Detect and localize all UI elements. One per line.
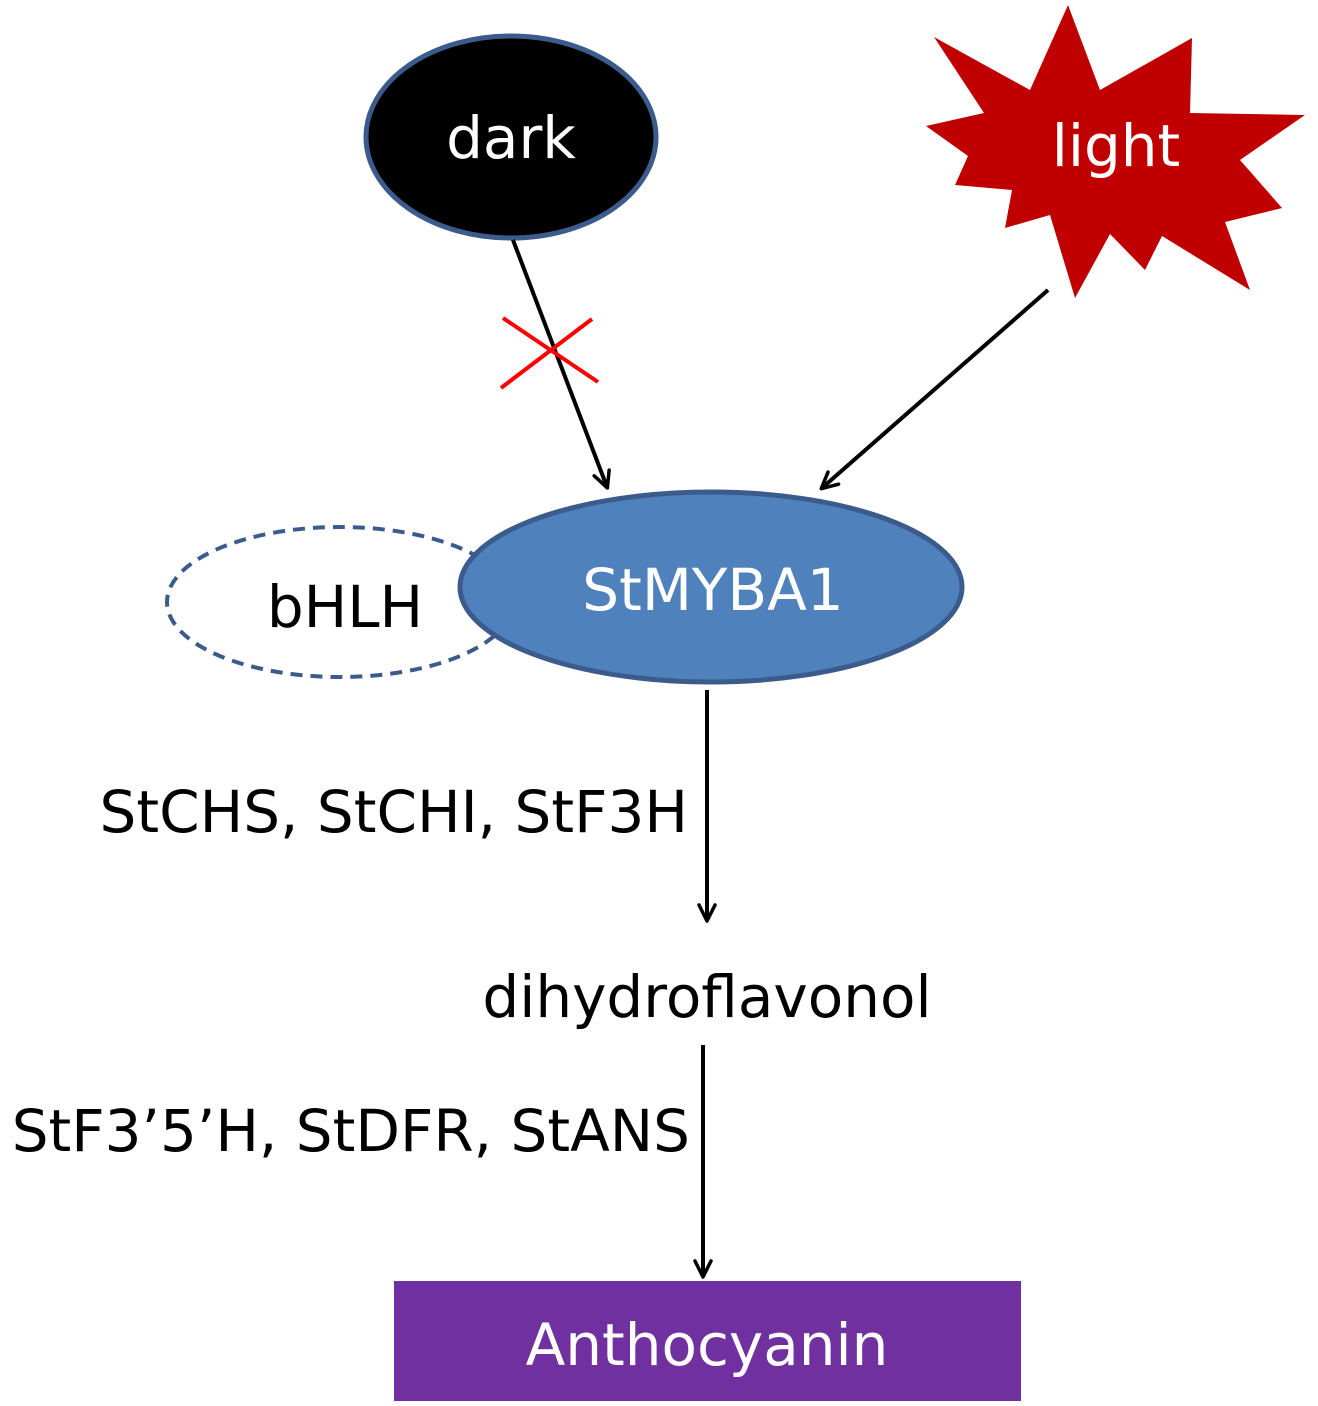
dark-node: dark [363, 33, 659, 241]
light-node: light [926, 5, 1305, 298]
dark-label: dark [446, 104, 576, 172]
light-label: light [1052, 112, 1181, 180]
anthocyanin-label: Anthocyanin [526, 1311, 889, 1379]
stmyba1-node: StMYBA1 [457, 489, 965, 685]
light-to-stmyba1-arrow [819, 288, 1050, 491]
early-genes-label: StCHS, StCHI, StF3H [100, 778, 688, 846]
late-genes-label: StF3’5’H, StDFR, StANS [12, 1097, 690, 1165]
dark-to-stmyba1-arrow [511, 239, 611, 490]
block-cross-mark [499, 316, 600, 390]
stmyba1-label: StMYBA1 [582, 556, 843, 624]
light-starburst [926, 5, 1305, 298]
stmyba1-ellipse [457, 489, 965, 685]
anthocyanin-node: Anthocyanin [394, 1281, 1021, 1401]
anthocyanin-box [394, 1281, 1021, 1401]
bhlh-label: bHLH [267, 573, 423, 641]
dihydroflavonol-label: dihydroflavonol [482, 963, 931, 1031]
dark-ellipse [363, 33, 659, 241]
bhlh-node: bHLH [165, 525, 515, 679]
